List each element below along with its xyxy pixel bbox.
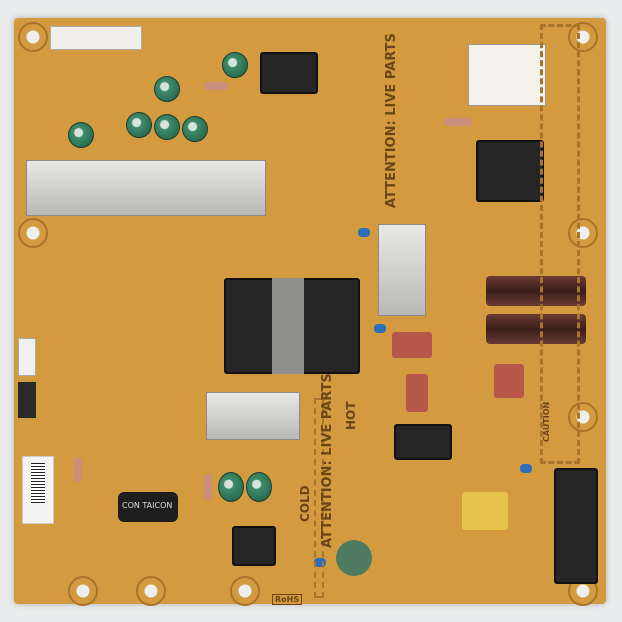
ceramic-capacitor — [520, 464, 532, 473]
mount-hole — [230, 576, 260, 606]
mount-hole — [18, 22, 48, 52]
mount-hole — [68, 576, 98, 606]
hot-label: HOT — [344, 401, 358, 430]
film-capacitor — [392, 332, 432, 358]
capacitor — [154, 76, 180, 102]
resistor — [444, 118, 472, 126]
heatsink-top-left — [26, 160, 266, 216]
resistor — [204, 474, 212, 500]
warning-live-parts-middle: ATTENTION: LIVE PARTS — [320, 373, 335, 548]
capacitor — [68, 122, 94, 148]
resistor — [204, 82, 228, 90]
resistor — [74, 458, 82, 482]
varistor — [336, 540, 372, 576]
capacitor — [222, 52, 248, 78]
choke — [394, 424, 452, 460]
capacitor — [246, 472, 272, 502]
ceramic-capacitor — [374, 324, 386, 333]
capacitor — [154, 114, 180, 140]
film-capacitor — [406, 374, 428, 412]
capacitor — [126, 112, 152, 138]
mount-hole — [18, 218, 48, 248]
rohs-label: RoHS — [272, 594, 303, 605]
cold-label: COLD — [298, 485, 312, 522]
mount-hole — [136, 576, 166, 606]
pfc-transformer — [476, 140, 544, 202]
relay — [468, 44, 546, 106]
film-capacitor — [494, 364, 524, 398]
mount-hole — [568, 22, 598, 52]
power-inlet-connector — [554, 468, 598, 584]
ceramic-capacitor — [358, 228, 370, 237]
connector — [18, 382, 36, 418]
connector-header — [50, 26, 142, 50]
isolation-trace — [314, 398, 324, 598]
warning-live-parts-top: ATTENTION: LIVE PARTS — [384, 33, 399, 208]
isolation-trace — [540, 24, 580, 464]
ceramic-capacitor — [314, 558, 326, 567]
capacitor — [218, 472, 244, 502]
taicon-capacitor: CON TAICON — [118, 492, 178, 522]
mount-hole — [568, 218, 598, 248]
bulk-capacitor — [486, 276, 586, 306]
small-transformer — [260, 52, 318, 94]
bulk-capacitor — [486, 314, 586, 344]
barcode — [31, 463, 45, 503]
capacitor — [182, 116, 208, 142]
x-capacitor — [462, 492, 508, 530]
transformer-tape — [272, 278, 304, 374]
heatsink-bridge — [378, 224, 426, 316]
capacitor-brand-text: CON TAICON — [122, 501, 173, 510]
barcode-sticker — [22, 456, 54, 524]
standby-transformer — [232, 526, 276, 566]
mount-hole — [568, 402, 598, 432]
connector — [18, 338, 36, 376]
caution-label: CAUTION — [542, 401, 551, 442]
heatsink-middle — [206, 392, 300, 440]
power-supply-board: CON TAICON ATTENTION: LIVE PARTS ATTENTI… — [14, 18, 606, 606]
